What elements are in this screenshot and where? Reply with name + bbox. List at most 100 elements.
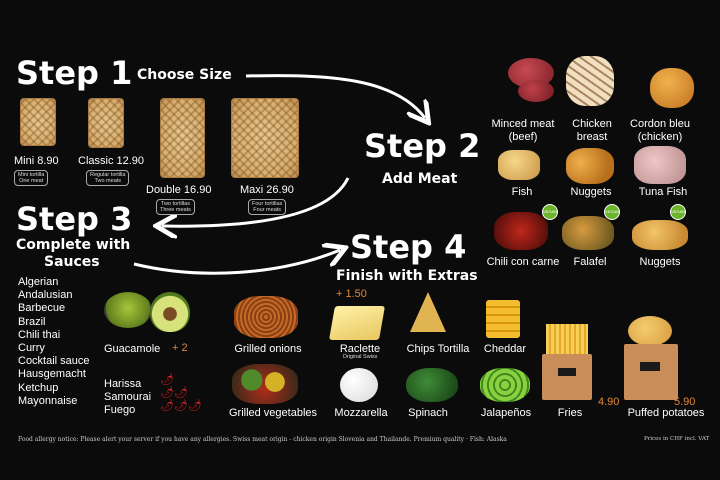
- size-double-note1: Two tortillas: [160, 200, 190, 207]
- guacamole-label: Guacamole: [104, 343, 161, 355]
- guacamole-image: [104, 292, 152, 328]
- meat-minced: Minced meat(beef): [480, 118, 566, 143]
- meat-nuggets: Nuggets: [570, 186, 612, 198]
- sauce-item: Ketchup: [18, 381, 59, 394]
- meat-cordon-bleu: Cordon bleu(chicken): [622, 118, 698, 143]
- fish-image: [498, 150, 540, 180]
- mozzarella-label: Mozzarella: [334, 407, 388, 419]
- raclette-image: [329, 306, 385, 340]
- puffed-potatoes-image: [622, 316, 680, 400]
- mozzarella-image: [340, 368, 378, 402]
- arrow-step3-to-step4: [133, 250, 340, 275]
- falafel-image: [562, 216, 614, 250]
- extras-price: + 1.50: [336, 288, 367, 300]
- meat-chicken-line2: breast: [576, 130, 608, 143]
- size-maxi-name: Maxi: [240, 184, 264, 196]
- size-mini-name: Mini: [14, 155, 35, 167]
- grilled-onions-label: Grilled onions: [234, 343, 302, 355]
- step2-title: Step 2: [364, 127, 481, 165]
- vegan-badge-falafel: VEGAN: [604, 204, 620, 220]
- spicy-sauce-item: Samourai: [104, 391, 152, 404]
- vegan-nuggets-image: [632, 220, 688, 250]
- arrow-step2-to-step3: [162, 177, 350, 226]
- size-double-note2: Three meats: [160, 206, 191, 213]
- puffed-potatoes-label: Puffed potatoes: [627, 407, 705, 419]
- jalapenos-label: Jalapeños: [480, 407, 532, 419]
- step3-subtitle-line1: Complete with: [16, 237, 131, 253]
- size-double-name: Double: [146, 184, 181, 196]
- fries-label: Fries: [557, 407, 583, 419]
- tortilla-mini: [20, 98, 56, 146]
- sauce-item: Curry: [18, 342, 45, 355]
- meat-chili: Chili con carne: [486, 256, 560, 268]
- chili-pepper-icon: 🌶: [160, 374, 174, 386]
- sauce-list: Algerian Andalusian Barbecue Brazil Chil…: [18, 276, 90, 408]
- vegan-badge-nuggets: VEGAN: [670, 204, 686, 220]
- avocado-image: [150, 292, 190, 332]
- jalapenos-image: [480, 368, 530, 402]
- raclette-note: Original Swiss: [342, 354, 378, 360]
- step4-subtitle: Finish with Extras: [336, 268, 478, 284]
- size-classic-note2: Two meats: [94, 177, 122, 184]
- sauce-item: Andalusian: [18, 289, 73, 302]
- size-maxi-price: 26.90: [266, 184, 294, 196]
- sauce-item: Brazil: [18, 315, 46, 328]
- tortilla-maxi: [231, 98, 299, 178]
- vegan-badge-chili: VEGAN: [542, 204, 558, 220]
- meat-chicken-line1: Chicken: [572, 118, 612, 130]
- grilled-vegetables-image: [232, 364, 298, 404]
- meat-minced-line2: (beef): [508, 130, 538, 143]
- raclette-label: Raclette: [339, 343, 381, 355]
- minced-meat-image-2: [518, 80, 554, 102]
- meat-tuna: Tuna Fish: [638, 186, 688, 198]
- grilled-onions-image: [234, 296, 298, 338]
- size-maxi-note1: Four tortillas: [252, 200, 283, 207]
- sauce-item: Barbecue: [18, 302, 66, 315]
- meat-vegan-nuggets: Nuggets: [639, 256, 681, 268]
- step4-title: Step 4: [350, 228, 467, 266]
- cheddar-label: Cheddar: [483, 343, 527, 355]
- chips-tortilla-label: Chips Tortilla: [406, 343, 470, 355]
- step3-title: Step 3: [16, 200, 133, 238]
- arrow-step1-to-step2: [245, 74, 425, 118]
- size-double-price: 16.90: [183, 184, 212, 196]
- sauce-item: Cocktail sauce: [18, 355, 90, 368]
- allergy-notice: Food allergy notice: Please alert your s…: [18, 436, 507, 443]
- tuna-image: [634, 146, 686, 184]
- price-note: Prices in CHF incl. VAT: [644, 436, 710, 442]
- tortilla-classic: [88, 98, 124, 148]
- chili-pepper-icon: 🌶🌶: [160, 387, 188, 399]
- sauce-item: Algerian: [18, 276, 59, 288]
- spinach-image: [406, 368, 458, 402]
- sauce-item: Hausgemacht: [18, 368, 86, 381]
- size-classic-name: Classic: [78, 155, 114, 167]
- sauce-item: Mayonnaise: [18, 394, 78, 407]
- tortilla-double: [160, 98, 205, 178]
- step3-subtitle-line2: Sauces: [44, 254, 100, 270]
- size-mini-note2: One meat: [19, 177, 44, 184]
- grilled-vegetables-label: Grilled vegetables: [228, 407, 318, 419]
- spicy-sauce-item: Harissa: [104, 378, 142, 390]
- spicy-sauce-item: Fuego: [104, 404, 136, 417]
- guacamole-price: + 2: [172, 342, 188, 354]
- size-classic-price: 12.90: [116, 155, 145, 167]
- chili-pepper-icons: 🌶 🌶🌶 🌶🌶🌶: [160, 374, 202, 413]
- fries-price: 4.90: [598, 396, 620, 408]
- meat-cordon-line2: (chicken): [637, 130, 683, 143]
- chili-pepper-icon: 🌶🌶🌶: [160, 400, 202, 412]
- fries-image: [542, 324, 592, 400]
- size-mini-note1: Mini tortilla: [18, 171, 45, 178]
- step2-subtitle: Add Meat: [382, 171, 458, 187]
- meat-falafel: Falafel: [573, 256, 607, 268]
- sauce-item: Chili thai: [18, 328, 61, 341]
